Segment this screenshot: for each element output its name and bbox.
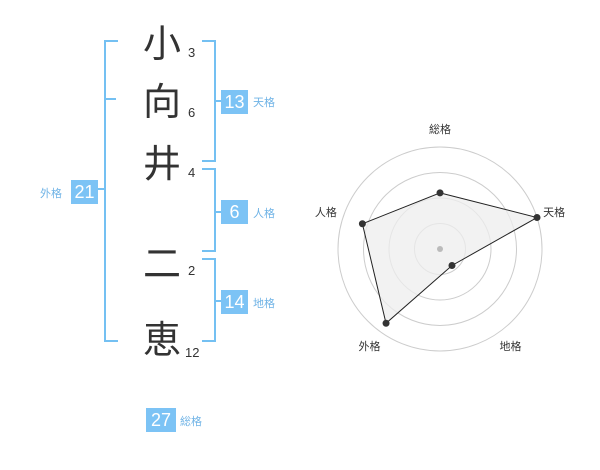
gaikaku-bracket-divider — [104, 98, 116, 100]
radar-axis-label-4: 外格 — [359, 339, 381, 353]
radar-center-dot — [437, 246, 443, 252]
name-char-3: 井 — [142, 142, 181, 186]
radar-axis-label-5: 人格 — [315, 205, 337, 219]
radar-ring-3 — [363, 172, 517, 326]
chikaku-bracket-tick — [215, 300, 221, 302]
radar-point-5 — [358, 220, 366, 228]
jinkaku-value-badge: 6 — [221, 200, 248, 224]
stroke-count-2: 6 — [188, 105, 196, 120]
soukaku-value-badge: 27 — [146, 408, 176, 432]
radar-axis-label-1: 総格 — [429, 122, 451, 136]
gaikaku-bracket-tick — [96, 188, 105, 190]
stroke-count-3: 4 — [188, 165, 196, 180]
radar-axis-label-2: 天格 — [543, 205, 565, 219]
name-char-2: 向 — [142, 80, 181, 124]
name-char-5: 恵 — [142, 318, 181, 362]
radar-point-1 — [436, 189, 444, 197]
chikaku-value-badge: 14 — [221, 290, 248, 314]
gaikaku-bracket — [104, 40, 118, 342]
radar-axis-label-3: 地格 — [500, 339, 522, 353]
radar-point-3 — [448, 262, 456, 270]
radar-ring-4 — [337, 146, 543, 352]
tenkaku-value-badge: 13 — [221, 90, 248, 114]
radar-polygon — [361, 192, 539, 325]
stroke-count-4: 2 — [188, 263, 196, 278]
gaikaku-value-badge: 21 — [71, 180, 98, 204]
radar-point-4 — [382, 319, 390, 327]
tenkaku-label: 天格 — [253, 96, 275, 109]
name-char-4: 二 — [142, 242, 181, 286]
jinkaku-bracket-tick — [215, 211, 221, 213]
chikaku-label: 地格 — [253, 297, 275, 310]
gaikaku-label: 外格 — [40, 187, 62, 200]
stroke-count-5: 12 — [185, 345, 200, 360]
jinkaku-bracket — [202, 168, 216, 252]
name-char-1: 小 — [142, 22, 181, 66]
soukaku-label: 総格 — [180, 415, 202, 428]
tenkaku-bracket-tick — [215, 100, 221, 102]
jinkaku-label: 人格 — [253, 207, 275, 220]
radar-point-2 — [533, 213, 541, 221]
stroke-count-1: 3 — [188, 45, 196, 60]
